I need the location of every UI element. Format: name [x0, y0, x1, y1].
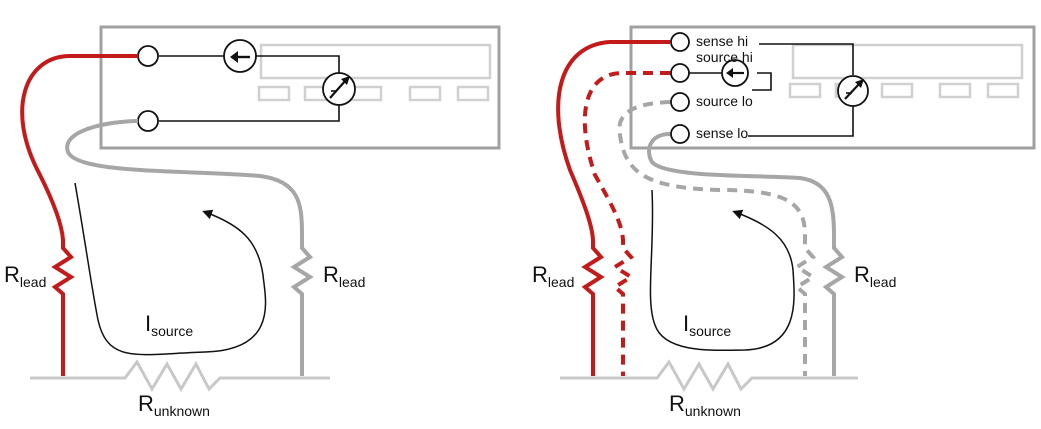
current-label: Isource [683, 311, 731, 339]
gray-source-lead [617, 100, 817, 376]
unknown-resistor-left [30, 359, 330, 392]
terminal-label-sense-lo: sense lo [696, 125, 748, 141]
svg-text:Runknown: Runknown [669, 391, 741, 419]
unknown-resistor-label: Runknown [669, 391, 741, 419]
two-wire-diagram: Rlead Rlead Isource Runknown [4, 25, 501, 419]
red-sense-lead [556, 40, 670, 376]
meter-panel-right [629, 25, 1036, 150]
four-wire-diagram: sense hi source hi source lo sense lo Rl… [532, 25, 1036, 419]
terminal-icon [137, 45, 159, 67]
voltmeter-icon [837, 75, 869, 107]
svg-text:Rlead: Rlead [854, 262, 896, 290]
terminal-icon [670, 32, 690, 52]
red-source-lead [582, 71, 670, 376]
current-source-icon [223, 39, 257, 73]
internal-circuit-right [689, 43, 854, 137]
gray-test-lead [65, 119, 314, 376]
svg-text:Rlead: Rlead [4, 262, 46, 290]
terminal-icon [670, 92, 690, 112]
voltmeter-icon [322, 72, 356, 106]
current-loop [649, 189, 795, 352]
terminal-label-source-lo: source lo [696, 93, 753, 109]
svg-text:Rlead: Rlead [323, 262, 365, 290]
lead-label-right: Rlead [854, 262, 896, 290]
red-test-lead [20, 54, 138, 376]
current-source-icon [721, 59, 749, 87]
terminal-label-sense-hi: sense hi [696, 33, 748, 49]
current-label: Isource [145, 311, 193, 339]
terminal-icon [670, 124, 690, 144]
terminal-label-source-hi: source hi [696, 49, 753, 65]
unknown-resistor-label: Runknown [138, 391, 210, 419]
internal-circuit-left [159, 55, 340, 122]
gray-sense-lead [647, 132, 846, 376]
terminal-icon [670, 63, 690, 83]
lead-label-right: Rlead [323, 262, 365, 290]
unknown-resistor-right [560, 359, 858, 392]
svg-text:Runknown: Runknown [138, 391, 210, 419]
terminal-icon [137, 110, 159, 132]
current-loop [74, 182, 267, 356]
meter-panel-left [99, 25, 501, 150]
svg-text:Isource: Isource [145, 311, 193, 339]
lead-label-left: Rlead [4, 262, 46, 290]
svg-text:Rlead: Rlead [532, 262, 574, 290]
lead-label-left: Rlead [532, 262, 574, 290]
svg-text:Isource: Isource [683, 311, 731, 339]
